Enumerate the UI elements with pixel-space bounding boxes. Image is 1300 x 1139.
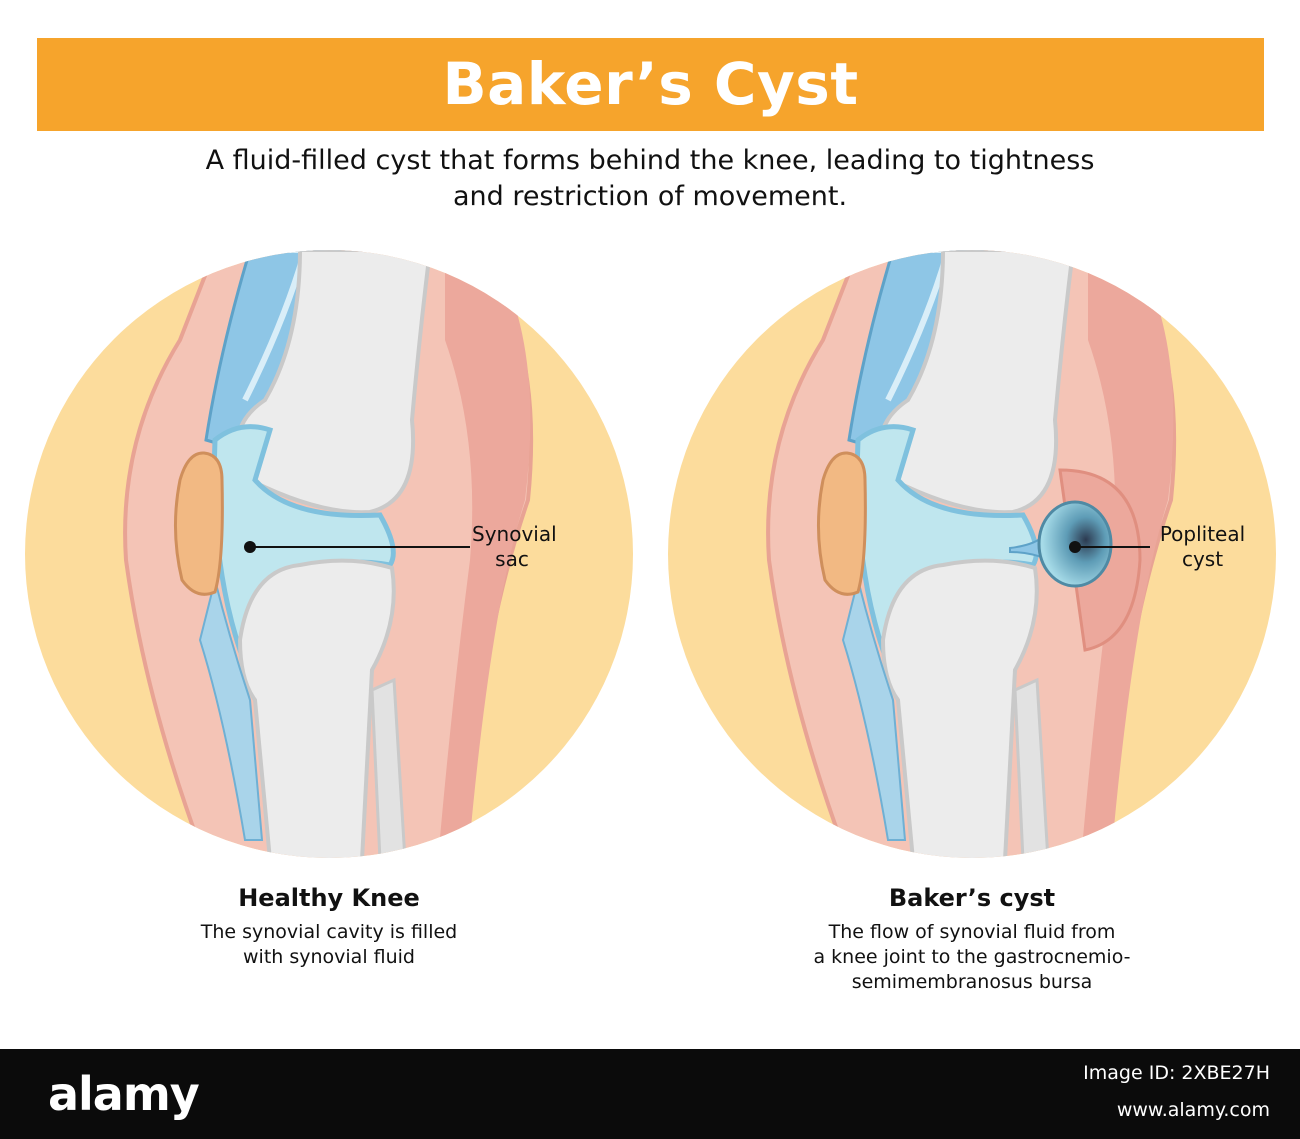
bakers-cyst-description: The flow of synovial fluid from a knee j… bbox=[752, 920, 1192, 995]
alamy-logo: alamy bbox=[48, 1067, 200, 1121]
healthy-knee-title: Healthy Knee bbox=[238, 884, 420, 912]
femur bbox=[236, 250, 433, 515]
patellar-ligament bbox=[198, 579, 264, 841]
description-line: with synovial fluid bbox=[243, 946, 415, 968]
description-line: The synovial cavity is filled bbox=[200, 921, 458, 943]
title-banner: Baker’s Cyst bbox=[37, 38, 1264, 131]
label-line: Synovial bbox=[472, 522, 557, 546]
site-url: www.alamy.com bbox=[1116, 1099, 1270, 1121]
subtitle-line-1: A fluid-filled cyst that forms behind th… bbox=[205, 145, 1095, 176]
tibia bbox=[880, 558, 1039, 858]
calf-muscle bbox=[438, 250, 531, 858]
description-line: The flow of synovial fluid from bbox=[828, 921, 1116, 943]
stock-footer: alamy Image ID: 2XBE27H www.alamy.com bbox=[0, 1049, 1300, 1139]
healthy-knee-caption: Healthy Knee The synovial cavity is fill… bbox=[139, 884, 519, 970]
image-id: Image ID: 2XBE27H bbox=[1083, 1062, 1270, 1084]
bakers-cyst-caption: Baker’s cyst The flow of synovial fluid … bbox=[752, 884, 1192, 995]
label-line: cyst bbox=[1181, 547, 1224, 571]
bakers-cyst-diagram bbox=[668, 250, 1276, 858]
page-title: Baker’s Cyst bbox=[442, 50, 859, 118]
patella bbox=[173, 451, 224, 596]
patellar-ligament bbox=[841, 579, 907, 841]
label-line: sac bbox=[495, 547, 529, 571]
healthy-knee-description: The synovial cavity is filled with synov… bbox=[139, 920, 519, 970]
subtitle: A fluid-filled cyst that forms behind th… bbox=[100, 143, 1200, 215]
fibula bbox=[1013, 677, 1050, 858]
description-line: semimembranosus bursa bbox=[851, 971, 1093, 993]
knee-illustration bbox=[25, 250, 1276, 858]
popliteal-cyst-label: Popliteal cyst bbox=[1150, 522, 1255, 572]
subtitle-line-2: and restriction of movement. bbox=[452, 181, 848, 212]
tibia bbox=[237, 558, 396, 858]
synovial-sac-label: Synovial sac bbox=[472, 522, 557, 572]
femur bbox=[879, 250, 1076, 515]
bakers-cyst-title: Baker’s cyst bbox=[888, 884, 1056, 912]
description-line: a knee joint to the gastrocnemio- bbox=[813, 946, 1131, 968]
fibula bbox=[370, 677, 407, 858]
healthy-knee-diagram bbox=[25, 250, 633, 858]
label-line: Popliteal bbox=[1159, 522, 1246, 546]
patella bbox=[816, 451, 867, 596]
